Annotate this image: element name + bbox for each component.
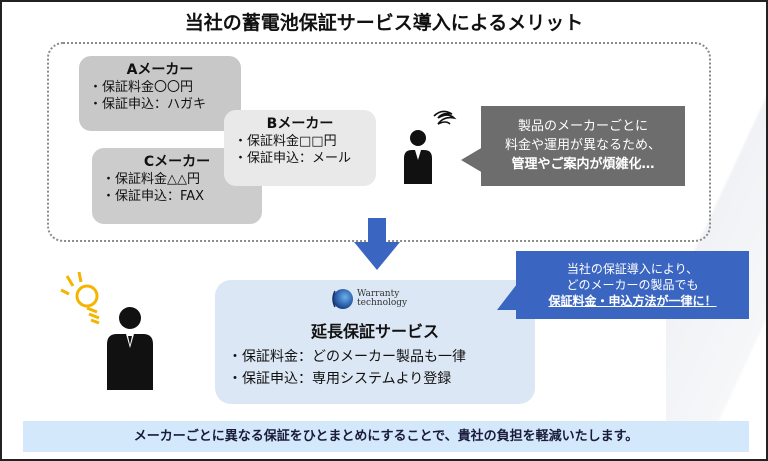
complaint-line: 料金や運用が異なるため、	[504, 138, 661, 153]
benefit-line: どのメーカーの製品でも	[566, 278, 699, 292]
benefit-speech-bubble: 当社の保証導入により、 どのメーカーの製品でも 保証料金・申込方法が一律に！	[516, 251, 749, 319]
complaint-line: 製品のメーカーごとに	[517, 119, 648, 134]
warranty-technology-logo: Warranty technology	[331, 288, 407, 310]
maker-name: Cメーカー	[143, 154, 211, 170]
benefit-bubble-tail	[497, 284, 517, 310]
maker-card-b: Bメーカー ・保証料金□□円 ・保証申込：メール	[224, 110, 376, 186]
service-title: 延長保証サービス	[310, 322, 439, 341]
maker-name: Aメーカー	[126, 62, 194, 78]
service-apply-line: ・保証申込：専用システムより登録	[228, 371, 452, 387]
dizzy-swirl-icon	[433, 110, 457, 125]
logo-text-line: technology	[357, 298, 408, 308]
maker-apply: ・保証申込：FAX	[102, 189, 205, 204]
speech-bubble-tail	[461, 147, 483, 173]
person-icon	[107, 307, 153, 390]
footer-summary: メーカーごとに異なる保証をひとまとめにすることで、貴社の負担を軽減いたします。	[23, 421, 749, 452]
globe-logo-icon	[332, 289, 353, 309]
maker-apply: ・保証申込：ハガキ	[89, 97, 207, 112]
complaint-speech-bubble: 製品のメーカーごとに 料金や運用が異なるため、 管理やご案内が煩雑化…	[481, 106, 685, 186]
benefit-line-highlight: 保証料金・申込方法が一律に！	[548, 294, 717, 308]
maker-card-a: Aメーカー ・保証料金〇〇円 ・保証申込：ハガキ	[79, 56, 241, 131]
logo-text-line: Warranty	[357, 289, 400, 299]
down-arrow-icon	[354, 218, 400, 270]
warranty-service-box: Warranty technology 延長保証サービス ・保証料金：どのメーカ…	[215, 280, 535, 404]
maker-apply: ・保証申込：メール	[234, 151, 352, 166]
complaint-line-strong: 管理やご案内が煩雑化…	[511, 157, 655, 172]
maker-fee: ・保証料金〇〇円	[89, 80, 194, 95]
maker-fee: ・保証料金□□円	[234, 134, 337, 149]
confused-person-icon	[404, 110, 457, 184]
maker-name: Bメーカー	[266, 116, 334, 132]
benefit-line: 当社の保証導入により、	[566, 262, 699, 276]
maker-fee: ・保証料金△△円	[102, 172, 200, 187]
background-decoration	[666, 12, 766, 452]
lightbulb-icon	[60, 271, 100, 325]
slide-title: 当社の蓄電池保証サービス導入によるメリット	[184, 12, 584, 34]
service-fee-line: ・保証料金：どのメーカー製品も一律	[228, 349, 466, 365]
